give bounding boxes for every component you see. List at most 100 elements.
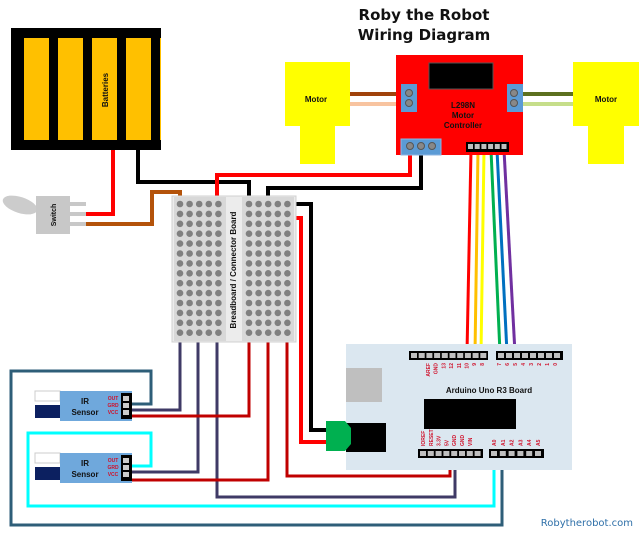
breadboard-hole xyxy=(176,230,184,237)
breadboard-hole xyxy=(176,329,184,337)
breadboard-hole xyxy=(284,289,291,297)
breadboard-hole xyxy=(195,200,203,208)
breadboard-hole xyxy=(215,289,222,297)
breadboard-hole xyxy=(284,260,291,267)
breadboard-hole xyxy=(274,200,282,208)
breadboard-hole xyxy=(274,270,282,277)
breadboard-hole xyxy=(274,279,282,287)
arduino-pin-label: A5 xyxy=(536,439,542,446)
breadboard-hole xyxy=(195,260,203,267)
wire-sensor1-ground xyxy=(132,336,182,412)
arduino-pin-label: 2 xyxy=(537,363,543,366)
breadboard-hole xyxy=(284,240,291,247)
header-pin xyxy=(427,451,434,456)
arduino-pin-label: 5V xyxy=(444,439,450,446)
watermark[interactable]: Robytherobot.com xyxy=(541,518,633,529)
title-line-1: Roby the Robot xyxy=(359,6,490,24)
header-pin xyxy=(464,353,471,358)
breadboard-hole xyxy=(274,230,282,237)
breadboard-hole xyxy=(186,230,193,237)
motor-left-label: Motor xyxy=(305,95,327,104)
breadboard-hole xyxy=(255,210,262,218)
controller-label-2: Motor xyxy=(452,111,474,120)
breadboard-hole xyxy=(284,270,291,277)
arduino-pin-label: A2 xyxy=(510,439,516,446)
motor-controller: L298N Motor Controller xyxy=(396,55,523,156)
arduino-pin-label: GND xyxy=(434,363,440,375)
wire-ctrl-1 xyxy=(465,149,473,354)
header-pin xyxy=(434,353,441,358)
breadboard-hole xyxy=(284,309,291,317)
breadboard-hole xyxy=(215,210,222,218)
motor-left-gear xyxy=(300,98,335,164)
controller-logic-header xyxy=(466,142,509,152)
breadboard-hole xyxy=(245,289,253,297)
breadboard-hole xyxy=(264,329,272,337)
arduino-pin-label: VIN xyxy=(468,437,474,446)
wire-battery-positive xyxy=(86,150,115,216)
breadboard-hole xyxy=(195,230,203,237)
breadboard-hole xyxy=(215,260,222,267)
arduino-pin-label: A3 xyxy=(518,439,524,446)
arduino-pin-label: RESET xyxy=(429,429,435,446)
breadboard-hole xyxy=(215,270,222,277)
header-pin xyxy=(554,353,560,358)
header-pin xyxy=(514,353,520,358)
breadboard-hole xyxy=(264,260,272,267)
breadboard-hole xyxy=(215,319,222,327)
breadboard-hole xyxy=(215,240,222,247)
breadboard-hole xyxy=(284,210,291,218)
breadboard-hole xyxy=(195,210,203,218)
breadboard-hole xyxy=(264,250,272,257)
breadboard-hole xyxy=(195,279,203,287)
breadboard-hole xyxy=(205,279,213,287)
breadboard-hole xyxy=(284,299,291,307)
header-pin xyxy=(472,353,479,358)
breadboard-hole xyxy=(176,289,184,297)
breadboard-holes xyxy=(176,200,291,337)
breadboard-hole xyxy=(284,329,291,337)
arduino-pin-label: 9 xyxy=(472,363,478,366)
breadboard-hole xyxy=(176,210,184,218)
ir-sensor-2-board xyxy=(60,453,132,483)
wire-ctrl-3 xyxy=(479,149,486,354)
header-pin xyxy=(494,144,500,149)
wire-sensor1-out xyxy=(9,369,504,527)
battery-cell xyxy=(92,38,117,140)
header-pin xyxy=(491,451,497,456)
breadboard-hole xyxy=(264,210,272,218)
motor-right-gear xyxy=(588,98,624,164)
breadboard-hole xyxy=(255,309,262,317)
switch[interactable]: Switch xyxy=(0,192,86,234)
breadboard-hole xyxy=(274,289,282,297)
breadboard-hole xyxy=(186,200,193,208)
wire-ctrl-2 xyxy=(473,149,480,354)
breadboard-hole xyxy=(215,200,222,208)
breadboard-hole xyxy=(205,200,213,208)
breadboard-hole xyxy=(186,319,193,327)
batteries-label: Batteries xyxy=(101,72,110,107)
breadboard-hole xyxy=(205,220,213,228)
controller-terminal-right xyxy=(507,84,523,112)
breadboard-hole xyxy=(176,240,184,247)
arduino-pin-label: 8 xyxy=(480,363,486,366)
breadboard-hole xyxy=(205,240,213,247)
header-pin xyxy=(457,353,464,358)
breadboard-hole xyxy=(274,309,282,317)
breadboard-hole xyxy=(255,289,262,297)
wire-controller-power xyxy=(215,147,412,204)
breadboard-hole xyxy=(264,200,272,208)
switch-body xyxy=(36,196,70,234)
breadboard-label: Breadboard / Connector Board xyxy=(229,211,238,328)
arduino-pin-label: A0 xyxy=(492,439,498,446)
breadboard-hole xyxy=(255,240,262,247)
breadboard-hole xyxy=(176,299,184,307)
breadboard-hole xyxy=(284,200,291,208)
breadboard-hole xyxy=(255,270,262,277)
header-pin xyxy=(522,353,528,358)
ir-sensor-2-label-2: Sensor xyxy=(71,470,98,479)
breadboard-hole xyxy=(264,220,272,228)
breadboard-hole xyxy=(215,230,222,237)
breadboard-hole xyxy=(186,260,193,267)
